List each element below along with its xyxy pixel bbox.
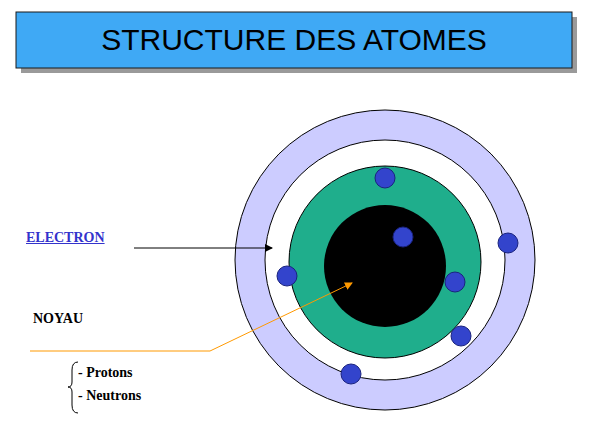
electrons bbox=[277, 168, 518, 384]
part-label: NOYAU bbox=[33, 311, 83, 327]
inner-gap bbox=[265, 140, 505, 380]
component-label: - Protons bbox=[78, 365, 133, 381]
part-label: ELECTRON bbox=[26, 230, 105, 246]
title-band bbox=[16, 12, 572, 68]
inner-shell bbox=[289, 166, 481, 358]
title-text: STRUCTURE DES ATOMES bbox=[101, 23, 487, 57]
outer-shell bbox=[235, 110, 535, 410]
electron-leader bbox=[134, 248, 272, 249]
component-label: - Neutrons bbox=[78, 388, 141, 404]
title-box: STRUCTURE DES ATOMES bbox=[16, 12, 572, 68]
brace bbox=[68, 362, 78, 413]
nucleus-leader bbox=[30, 283, 352, 351]
nucleus bbox=[324, 205, 446, 327]
